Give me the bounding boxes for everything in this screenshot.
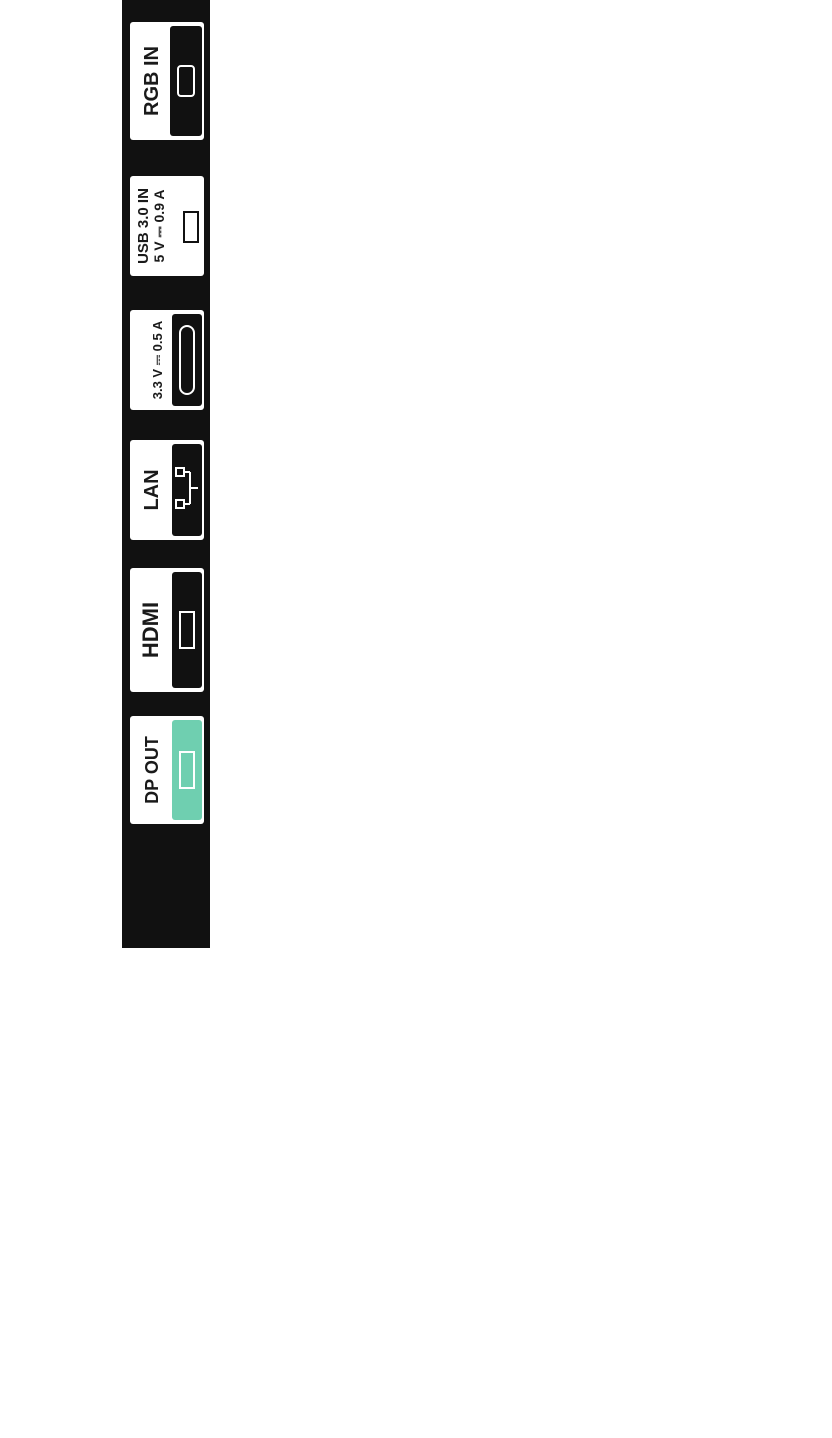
lg-hdmi: HDMI xyxy=(130,568,204,692)
lg-usb-label-1: USB 3.0 IN xyxy=(135,188,152,264)
lg-lan: LAN xyxy=(130,440,204,540)
lg-sd: 3.3 V ⎓ 0.5 A xyxy=(130,310,204,410)
lg-rgb-in-label: RGB IN xyxy=(141,46,163,116)
lg-lan-label: LAN xyxy=(141,469,163,510)
lg-dp-out: DP OUT xyxy=(130,716,204,824)
lg-hdmi-label: HDMI xyxy=(138,602,163,658)
lg-dp-out-label: DP OUT xyxy=(142,736,162,804)
lg-rgb-in: RGB IN xyxy=(130,22,204,140)
lg-usb: USB 3.0 IN 5 V ⎓ 0.9 A xyxy=(130,176,204,276)
lg-usb-label-2: 5 V ⎓ 0.9 A xyxy=(151,190,167,263)
lg-lan-icon xyxy=(175,467,198,509)
lg-sd-label: 3.3 V ⎓ 0.5 A xyxy=(150,320,165,399)
